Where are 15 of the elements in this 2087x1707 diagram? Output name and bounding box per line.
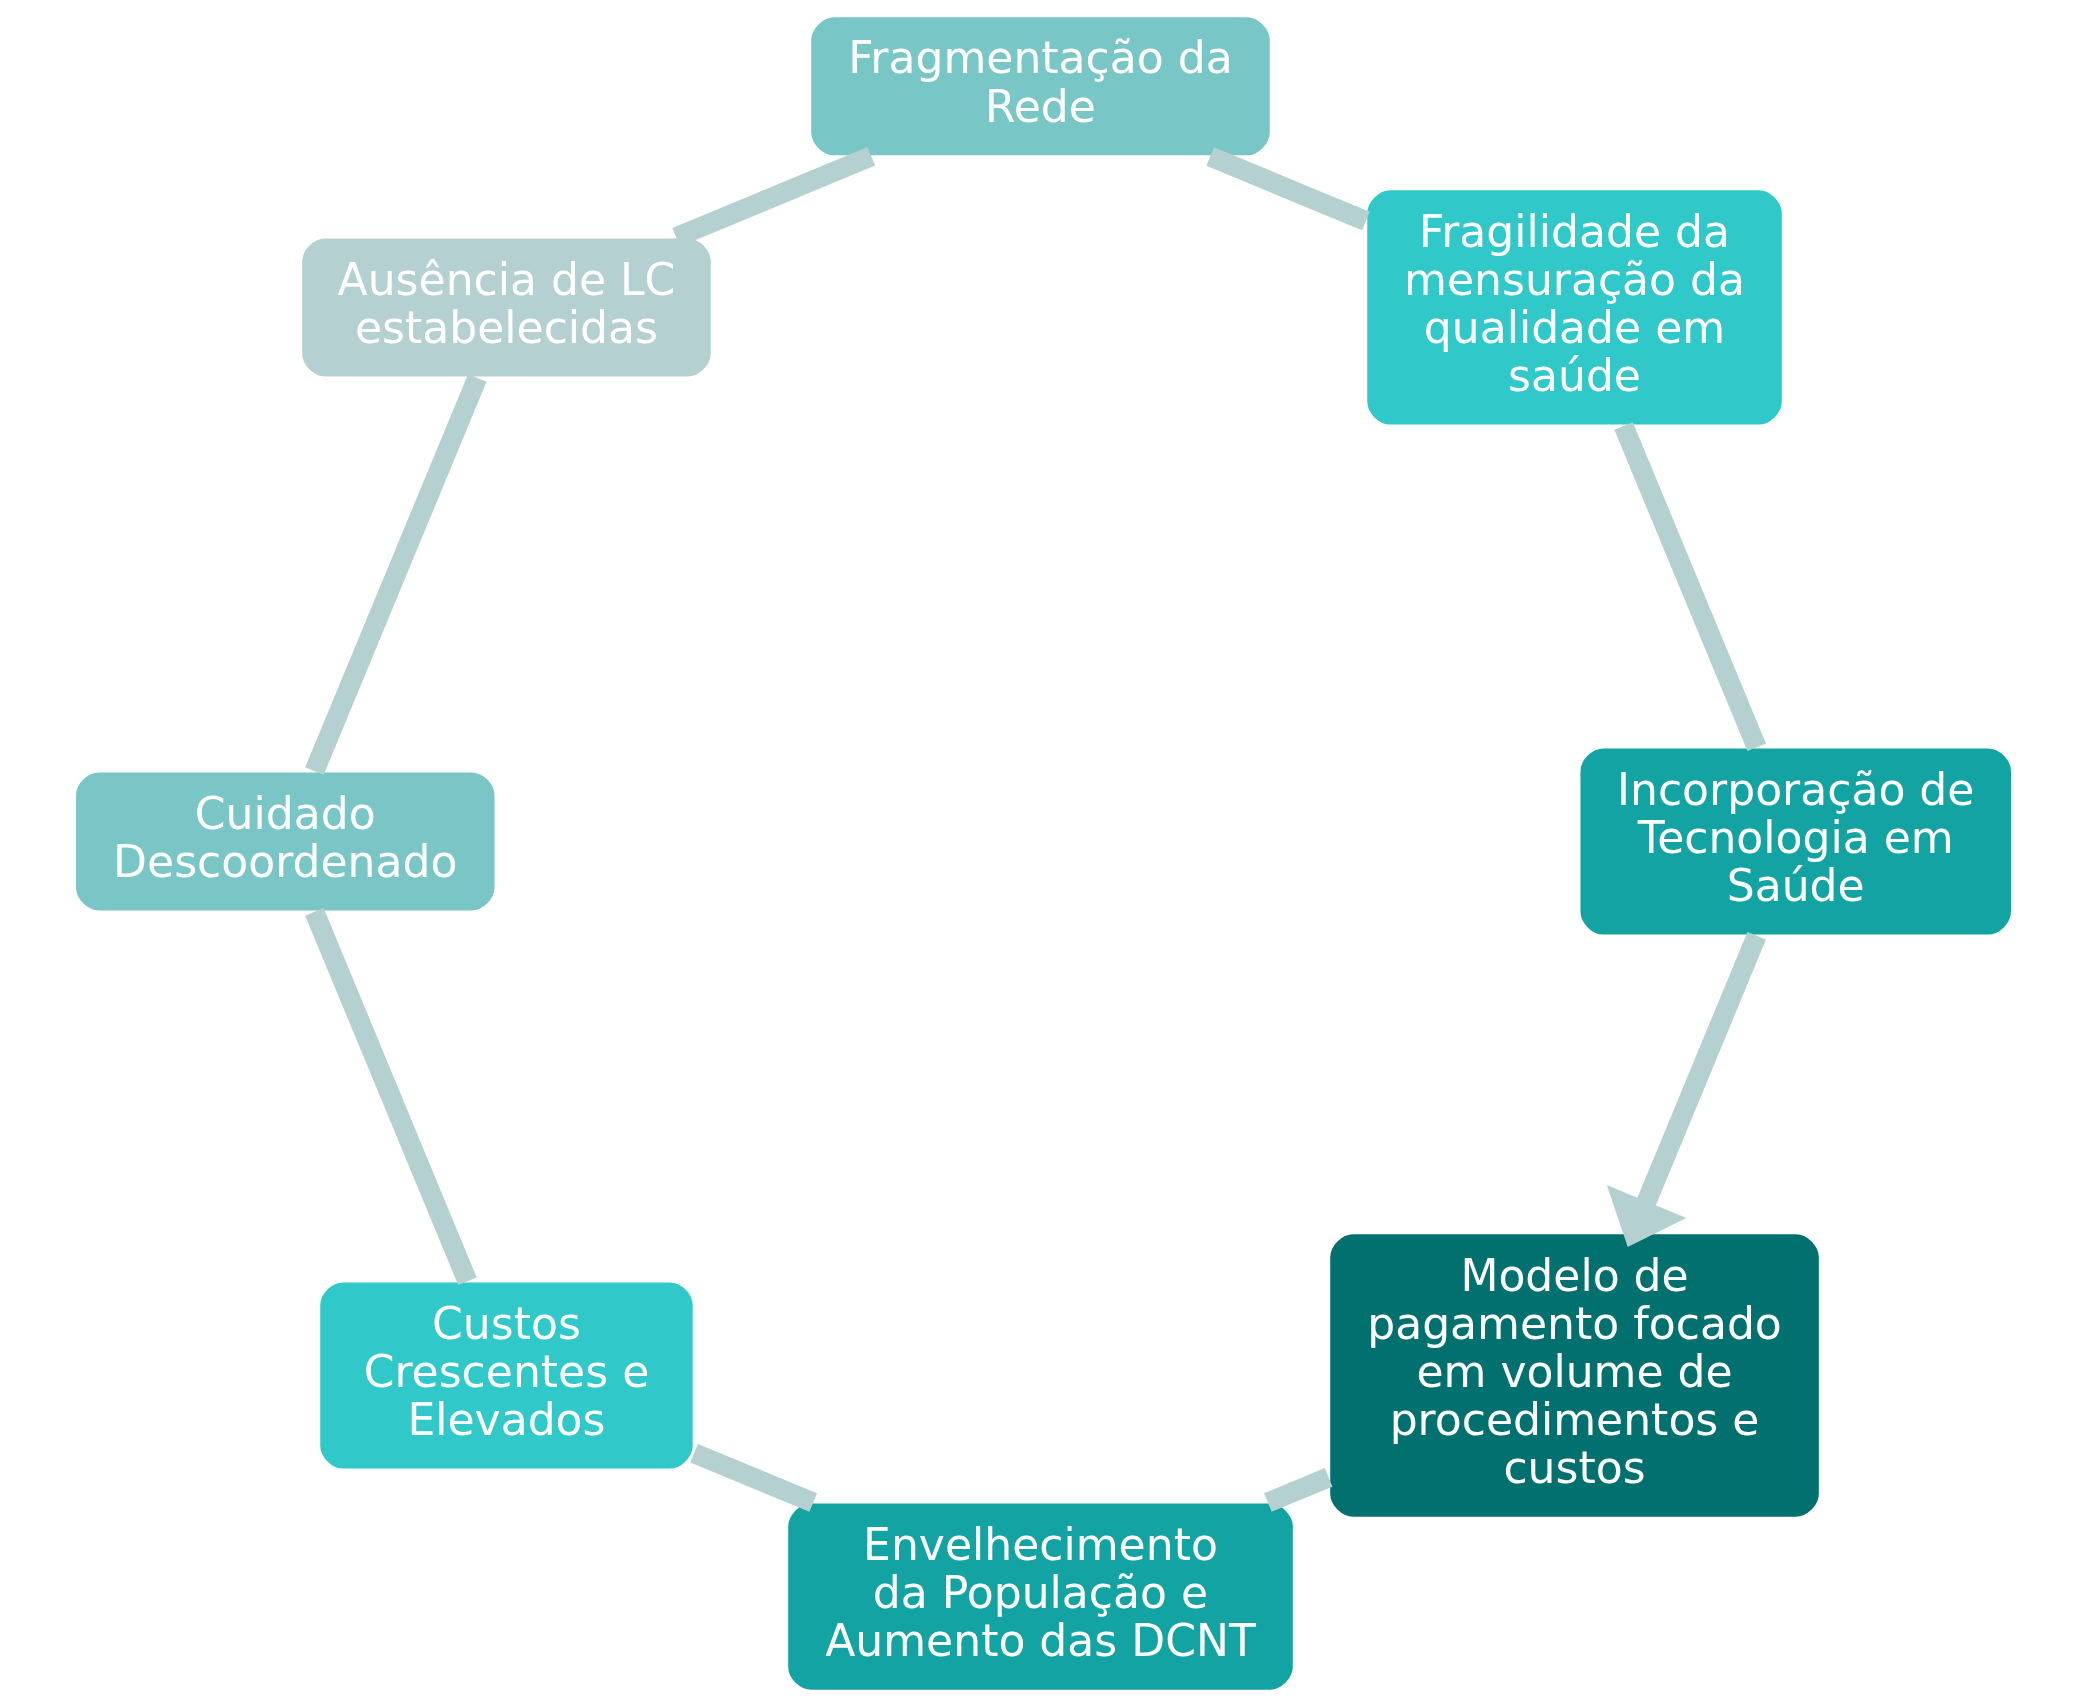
node-box: Custos Crescentes e Elevados [318,1280,695,1471]
node-box: Modelo de pagamento focado em volume de procedimentos e custos [1328,1232,1821,1519]
connector [305,907,477,1286]
arrow [1606,931,1766,1248]
node-box: Fragmentação da Rede [809,15,1272,158]
node-box: Ausência de LC estabelecidas [300,236,713,379]
node-box: Incorporação de Tecnologia em Saúde [1578,746,2013,937]
connector [690,1443,818,1512]
connector [1206,147,1370,231]
node-box: Envelhecimento da População e Aumento das DCNT [786,1501,1295,1692]
node-box: Cuidado Descoordenado [74,770,497,913]
connector [1263,1468,1333,1512]
node-box: Fragilidade da mensuração da qualidade em saúde [1365,188,1784,427]
connector [1614,422,1766,752]
connector [305,374,487,775]
